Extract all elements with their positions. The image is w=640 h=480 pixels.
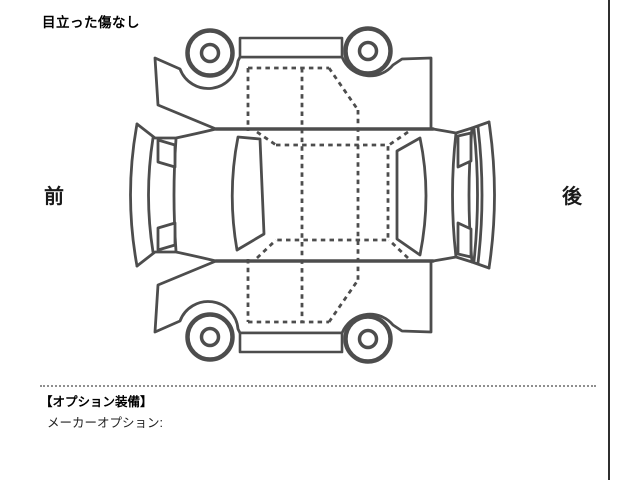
side-view-top: [153, 26, 433, 131]
headlight-right: [156, 221, 177, 252]
wheel-front-bottom: [185, 312, 235, 362]
panel-seam-lines: [246, 66, 409, 324]
right-page-border: [608, 0, 610, 480]
maker-option-label: メーカーオプション:: [47, 416, 163, 430]
taillight-left: [456, 131, 473, 169]
headlight-left: [156, 138, 177, 169]
wheel-rear-bottom: [343, 314, 393, 364]
top-view: [129, 120, 496, 270]
front-label: 前: [44, 186, 64, 208]
rear-fascia-left: [451, 131, 458, 259]
dotted-separator: [40, 385, 596, 387]
options-section-heading: 【オプション装備】: [40, 395, 153, 409]
rear-bumper-outer: [487, 120, 496, 270]
wheel-rear-top: [343, 26, 393, 76]
windshield: [230, 135, 266, 252]
rear-bumper-line-1: [472, 127, 479, 263]
wheel-front-top: [185, 28, 235, 78]
front-bumper-inner: [147, 136, 155, 254]
condition-note: 目立った傷なし: [42, 15, 140, 30]
rear-bumper-line-2: [476, 125, 484, 265]
front-bumper-outer: [129, 122, 139, 268]
taillight-right: [456, 221, 473, 259]
rear-window: [395, 136, 428, 257]
side-view-bottom: [153, 259, 433, 364]
rear-label: 後: [562, 186, 582, 208]
